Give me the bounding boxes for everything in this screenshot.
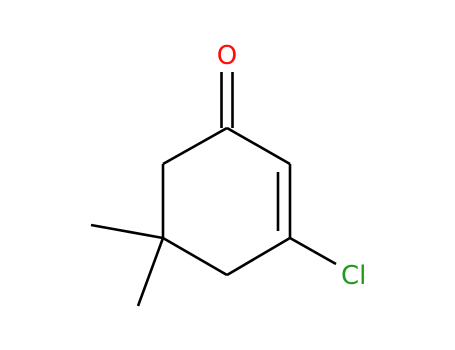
c-cl-bond-chlorine-part (312, 249, 337, 266)
c-cl-bond (289, 236, 337, 266)
atom-label-oxygen: O (217, 41, 237, 71)
methyl-bond-left (90, 223, 164, 240)
methyl-bond-down (136, 237, 165, 307)
carbonyl-double-bond (220, 72, 234, 128)
ring-bond-c4-c5 (162, 236, 228, 277)
atom-label-chlorine: Cl (341, 261, 366, 291)
ring-bond-c6-c1 (162, 126, 228, 166)
ring-bond-c1-c2 (226, 126, 291, 166)
ring-bond-c3-c4 (226, 236, 291, 277)
